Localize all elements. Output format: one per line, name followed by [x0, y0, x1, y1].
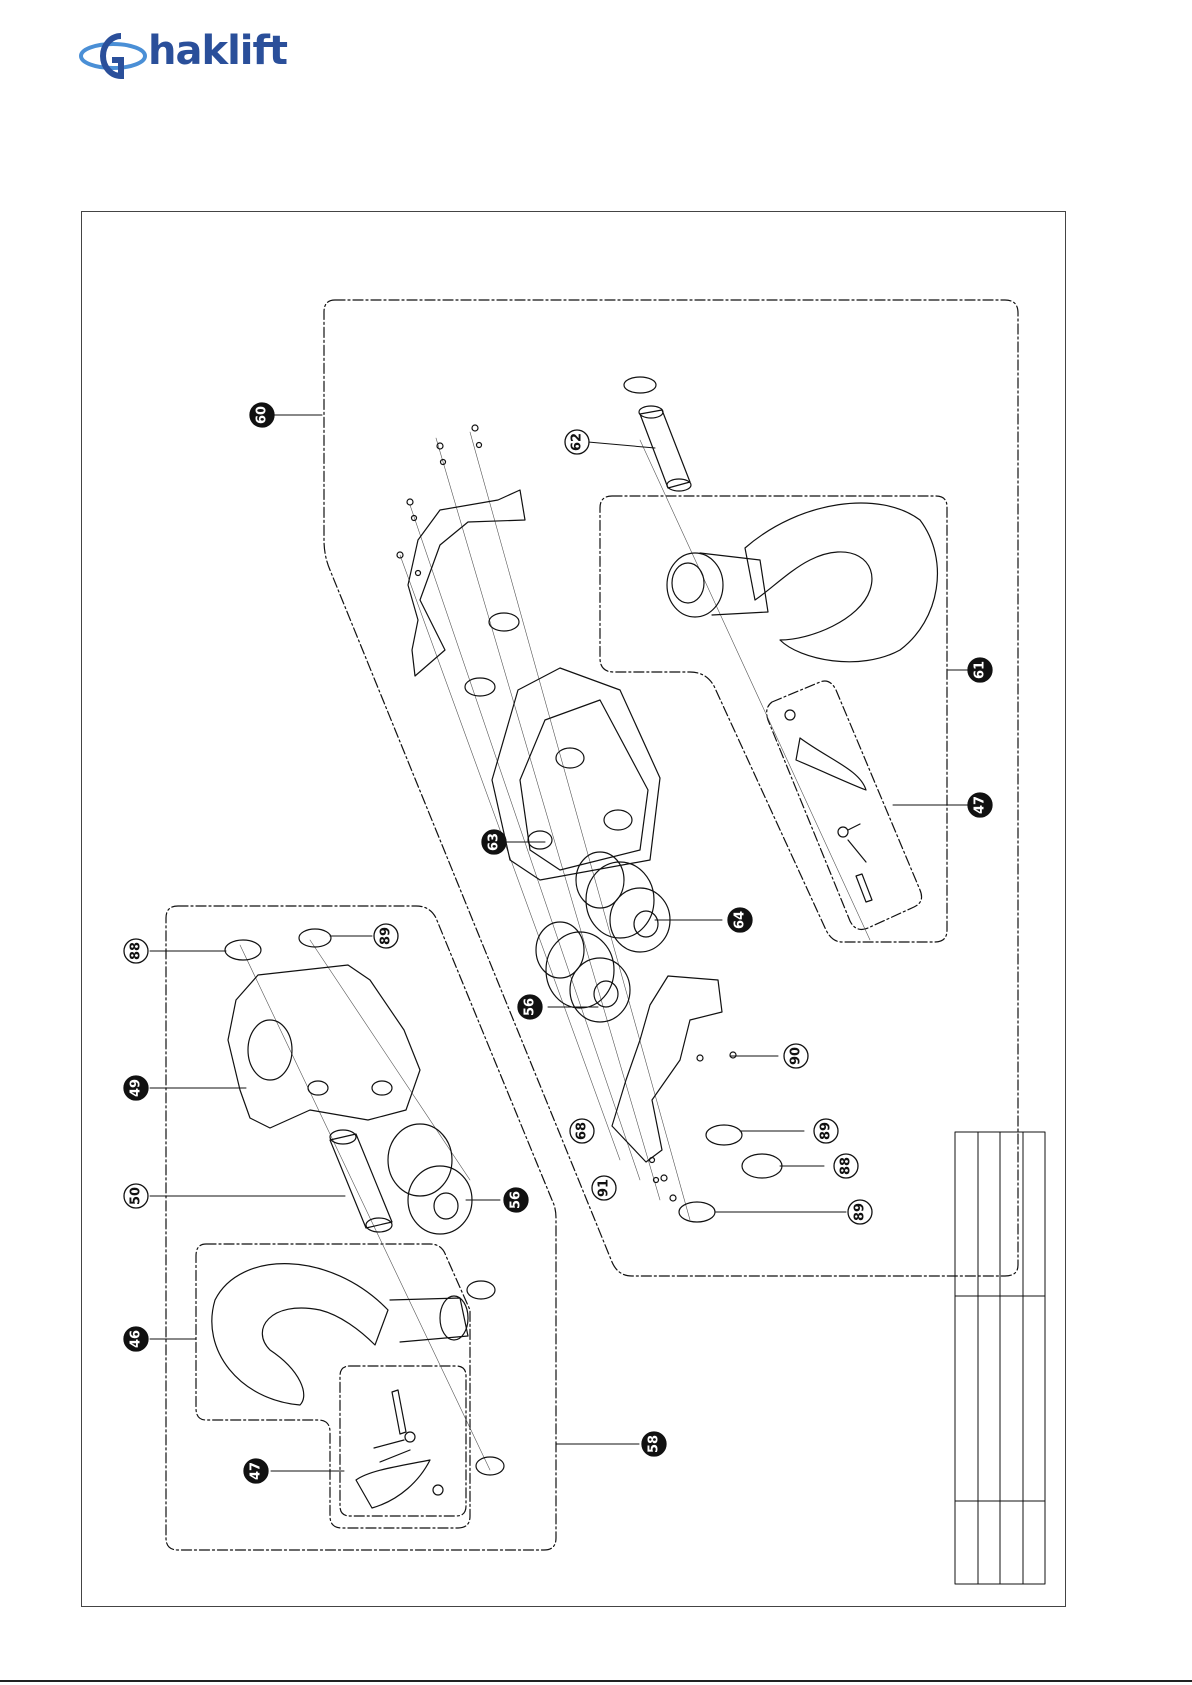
group-47b-boundary [340, 1366, 466, 1516]
callout-number: 62 [570, 433, 585, 451]
callout-number: 60 [255, 406, 270, 424]
pin-50 [330, 1130, 392, 1232]
callout-number: 56 [523, 998, 538, 1016]
assembly-axis-lines [240, 432, 870, 1470]
callout-91: 91 [592, 1176, 616, 1200]
callout-number: 90 [789, 1047, 804, 1065]
callout-number: 89 [853, 1203, 868, 1221]
group-60-boundary [324, 300, 1018, 1276]
callout-number: 68 [575, 1122, 590, 1140]
callout-leaders [150, 415, 975, 1471]
callout-number: 61 [973, 661, 988, 679]
title-block [955, 1132, 1045, 1584]
hook-frame-49 [228, 965, 420, 1128]
group-46-boundary [196, 1244, 470, 1528]
callout-60: 60 [250, 403, 274, 427]
group-61-boundary [600, 496, 947, 942]
pin-62 [624, 377, 691, 491]
callout-68: 68 [570, 1119, 594, 1143]
callout-number: 50 [129, 1187, 144, 1205]
callout-90: 90 [784, 1044, 808, 1068]
safety-latch-47-lower [356, 1390, 443, 1508]
callout-56: 56 [504, 1188, 528, 1212]
upper-hook-part [667, 503, 937, 662]
callout-89: 89 [374, 924, 398, 948]
callout-46: 46 [124, 1327, 148, 1351]
callout-number: 47 [973, 796, 988, 814]
callout-89: 89 [814, 1119, 838, 1143]
callout-47: 47 [968, 793, 992, 817]
callout-number: 56 [509, 1191, 524, 1209]
callout-number: 46 [129, 1330, 144, 1348]
callout-layer: 60 62 61 47 63 64 56 90 68 89 88 91 89 88 89 49 50 56 46 47… [124, 403, 992, 1483]
callout-49: 49 [124, 1076, 148, 1100]
callout-number: 88 [129, 942, 144, 960]
group-58-boundary [166, 906, 556, 1550]
callout-88: 88 [834, 1154, 858, 1178]
callout-number: 91 [597, 1179, 612, 1197]
callout-63: 63 [482, 830, 506, 854]
callout-number: 88 [839, 1157, 854, 1175]
callout-56: 56 [518, 995, 542, 1019]
callout-number: 63 [487, 833, 502, 851]
callout-58: 58 [642, 1432, 666, 1456]
callout-89: 89 [848, 1200, 872, 1224]
callout-47: 47 [244, 1459, 268, 1483]
safety-latch-47-upper [785, 710, 872, 902]
callout-88: 88 [124, 939, 148, 963]
callout-62: 62 [565, 430, 589, 454]
callout-61: 61 [968, 658, 992, 682]
page-bottom-rule [0, 1680, 1192, 1682]
sheave-block-63 [492, 668, 660, 880]
callout-64: 64 [728, 908, 752, 932]
callout-number: 89 [379, 927, 394, 945]
callout-number: 58 [647, 1435, 662, 1453]
callout-50: 50 [124, 1184, 148, 1208]
sheave-64 [576, 852, 670, 952]
sheave-56-lower [388, 1124, 472, 1234]
screws [397, 425, 736, 1201]
callout-number: 64 [733, 911, 748, 929]
callout-number: 89 [819, 1122, 834, 1140]
callout-number: 47 [249, 1462, 264, 1480]
callout-number: 49 [129, 1079, 144, 1097]
side-plate [408, 490, 525, 676]
